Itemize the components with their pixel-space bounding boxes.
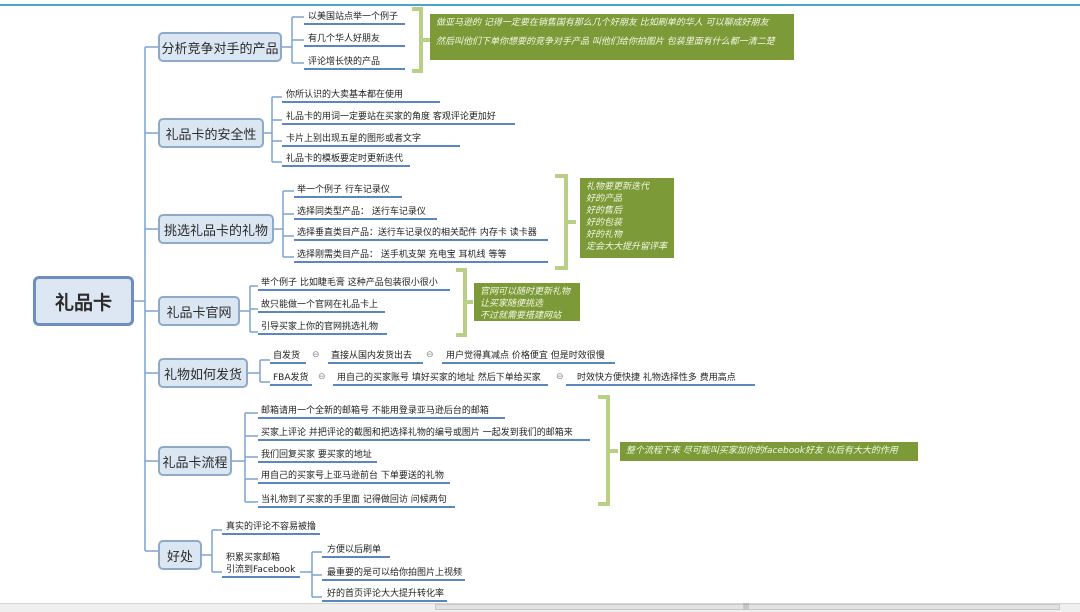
leaf-follow-up[interactable]: 当礼物到了买家的手里面 记得做回访 问候两句 bbox=[261, 495, 447, 505]
leaf-collect-emails[interactable]: 积累买家邮箱 bbox=[226, 553, 281, 563]
branch-card-safety[interactable]: 礼品卡的安全性 bbox=[158, 118, 264, 148]
leaf-buyer-perspective[interactable]: 礼品卡的用词一定要站在买家的角度 客观评论更加好 bbox=[286, 112, 496, 122]
note-line: 好的售后 bbox=[586, 206, 623, 216]
leaf-own-buyer-account[interactable]: 用自己的买家账号 填好买家的地址 然后下单给买家 bbox=[337, 373, 541, 383]
leaf-easy-brushing[interactable]: 方便以后刷单 bbox=[327, 545, 382, 555]
note-line: 不过就需要搭建网站 bbox=[480, 311, 562, 321]
leaf-template-update[interactable]: 礼品卡的模板要定时更新迭代 bbox=[286, 154, 404, 164]
branch-card-website[interactable]: 礼品卡官网 bbox=[158, 296, 240, 326]
leaf-fast-review-products[interactable]: 评论增长快的产品 bbox=[308, 57, 381, 67]
note-line: 礼物要更新迭代 bbox=[586, 182, 650, 192]
leaf-new-email[interactable]: 邮箱请用一个全新的邮箱号 不能用登录亚马逊后台的邮箱 bbox=[261, 406, 489, 416]
leaf-chinese-friends[interactable]: 有几个华人好朋友 bbox=[308, 34, 381, 44]
leaf-vertical-category[interactable]: 选择垂直类目产品：送行车记录仪的相关配件 内存卡 读卡器 bbox=[297, 228, 537, 238]
leaf-same-type[interactable]: 选择同类型产品： 送行车记录仪 bbox=[297, 207, 426, 217]
note-line: 好的包装 bbox=[586, 218, 623, 228]
collapse-icon[interactable]: ⊖ bbox=[312, 350, 320, 360]
root-node[interactable]: 礼品卡 bbox=[33, 276, 134, 326]
note-line: 好的礼物 bbox=[586, 230, 623, 240]
leaf-no-five-star[interactable]: 卡片上别出现五星的图形或者文字 bbox=[286, 134, 422, 144]
note-facebook-friend[interactable]: 整个流程下来 尽可能叫买家加你的facebook好友 以后有大大的作用 bbox=[620, 442, 918, 461]
leaf-ship-from-china[interactable]: 直接从国内发货出去 bbox=[331, 351, 413, 361]
leaf-drive-to-facebook[interactable]: 引流到Facebook bbox=[226, 565, 296, 575]
branch-competitor-analysis[interactable]: 分析竞争对手的产品 bbox=[158, 32, 282, 62]
leaf-cheap-but-slow[interactable]: 用户觉得真减点 价格便宜 但是时效很慢 bbox=[446, 351, 605, 361]
leaf-mascara-example[interactable]: 举个例子 比如睫毛膏 这种产品包装很小很小 bbox=[261, 278, 438, 288]
note-line: 然后叫他们下单你想要的竞争对手产品 叫他们给你拍图片 包装里面有什么都一清二楚 bbox=[436, 37, 775, 47]
leaf-dashcam-example[interactable]: 举一个例子 行车记录仪 bbox=[297, 185, 390, 195]
note-friends-advice[interactable]: 做亚马逊的 记得一定要在销售国有那么几个好朋友 比如刷单的华人 可以聊成好朋友 … bbox=[430, 14, 794, 60]
leaf-order-gift[interactable]: 用自己的买家号上亚马逊前台 下单要送的礼物 bbox=[261, 471, 444, 481]
note-line: 好的产品 bbox=[586, 194, 623, 204]
leaf-conversion-boost[interactable]: 好的首页评论大大提升转化率 bbox=[327, 589, 445, 599]
leaf-real-reviews[interactable]: 真实的评论不容易被撸 bbox=[226, 522, 317, 532]
leaf-fast-but-costly[interactable]: 时效快方便快捷 礼物选择性多 费用高点 bbox=[577, 373, 736, 383]
branch-gift-selection[interactable]: 挑选礼品卡的礼物 bbox=[158, 214, 274, 244]
collapse-icon[interactable]: ⊖ bbox=[426, 350, 434, 360]
note-line: 定会大大提升留评率 bbox=[586, 242, 668, 252]
leaf-reply-buyer[interactable]: 我们回复买家 要买家的地址 bbox=[261, 450, 372, 460]
leaf-guide-to-website[interactable]: 引导买家上你的官网挑选礼物 bbox=[261, 322, 379, 332]
collapse-icon[interactable]: ⊖ bbox=[556, 372, 564, 382]
note-website-tips[interactable]: 官网可以随时更新礼物 让买家随便挑选 不过就需要搭建网站 bbox=[474, 283, 580, 321]
branch-shipping[interactable]: 礼物如何发货 bbox=[158, 358, 248, 388]
leaf-website-on-card[interactable]: 故只能做一个官网在礼品卡上 bbox=[261, 300, 379, 310]
branch-card-process[interactable]: 礼品卡流程 bbox=[158, 446, 232, 476]
note-gift-tips[interactable]: 礼物要更新迭代 好的产品 好的售后 好的包装 好的礼物 定会大大提升留评率 bbox=[580, 178, 674, 258]
leaf-fba-ship[interactable]: FBA发货 bbox=[273, 373, 309, 383]
branch-benefits[interactable]: 好处 bbox=[158, 540, 202, 570]
leaf-us-example[interactable]: 以美国站点举一个例子 bbox=[308, 12, 399, 22]
leaf-review-screenshot[interactable]: 买家上评论 并把评论的截图和把选择礼物的编号或图片 一起发到我们的邮箱来 bbox=[261, 428, 573, 438]
window-top-border bbox=[0, 4, 1080, 6]
leaf-self-ship[interactable]: 自发货 bbox=[273, 351, 301, 361]
note-line: 做亚马逊的 记得一定要在销售国有那么几个好朋友 比如刷单的华人 可以聊成好朋友 bbox=[436, 18, 769, 28]
horizontal-scrollbar-thumb[interactable] bbox=[435, 604, 1060, 610]
note-line: 官网可以随时更新礼物 bbox=[480, 287, 571, 297]
note-line: 让买家随便挑选 bbox=[480, 299, 544, 309]
leaf-big-sellers-use[interactable]: 你所认识的大卖基本都在使用 bbox=[286, 90, 404, 100]
leaf-essential-category[interactable]: 选择刚需类目产品： 送手机支架 充电宝 耳机线 等等 bbox=[297, 250, 507, 260]
leaf-photo-video[interactable]: 最重要的是可以给你拍图片上视频 bbox=[327, 568, 463, 578]
collapse-icon[interactable]: ⊖ bbox=[318, 372, 326, 382]
scrollbar-grip-icon: ||| bbox=[743, 603, 750, 610]
